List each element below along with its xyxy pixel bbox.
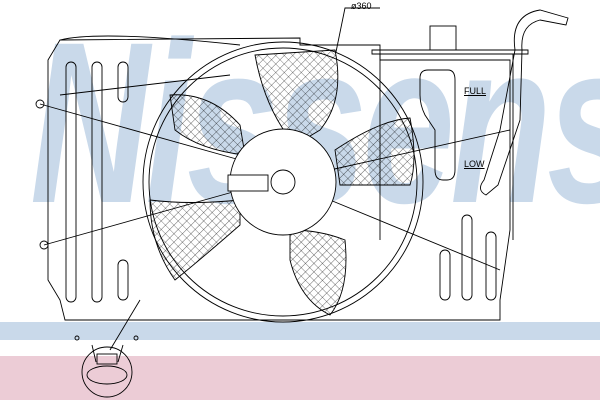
diameter-label: ø360 [351, 1, 372, 11]
fan-blades [149, 49, 415, 316]
left-slots [35, 61, 129, 303]
background-band-pink [0, 356, 600, 400]
low-level-label: LOW [464, 159, 485, 169]
fan-ring [142, 41, 424, 323]
coolant-reservoir [371, 9, 569, 240]
full-level-label: FULL [464, 86, 487, 96]
connector-detail [81, 346, 133, 398]
right-slots [439, 214, 497, 301]
background-band-blue [0, 322, 600, 340]
registered-mark: ® [574, 78, 594, 108]
